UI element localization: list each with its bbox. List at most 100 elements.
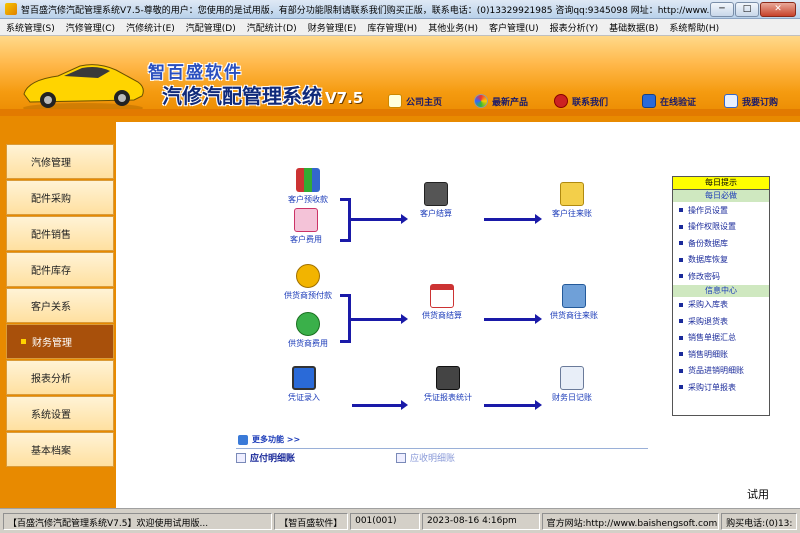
tip-purchase-order[interactable]: 采购订单报表: [673, 379, 769, 396]
supplier-fee-node[interactable]: 供货商费用: [288, 312, 328, 349]
home-icon: [388, 94, 402, 108]
menu-base-data[interactable]: 基础数据(B): [609, 23, 659, 34]
customer-account-label: 客户往来账: [552, 209, 592, 218]
status-website: 官方网站:http://www.baishengsoft.com: [541, 512, 720, 530]
menu-finance[interactable]: 财务管理(E): [307, 23, 357, 34]
payables-ledger-link[interactable]: 应付明细账: [236, 451, 396, 464]
tip-purchase-return[interactable]: 采购退货表: [673, 313, 769, 330]
menu-parts-stats[interactable]: 汽配统计(D): [246, 23, 297, 34]
sidebar-item-purchase[interactable]: 配件采购: [6, 180, 114, 215]
new-products-link[interactable]: 最新产品: [474, 94, 554, 108]
status-datetime: 2023-08-16 4:16pm: [421, 512, 540, 530]
sidebar-item-settings[interactable]: 系统设置: [6, 396, 114, 431]
brand-name: 智百盛软件: [148, 63, 243, 83]
tip-label: 备份数据库: [688, 238, 728, 248]
sidebar-item-archive[interactable]: 基本档案: [6, 432, 114, 467]
menu-other[interactable]: 其他业务(H): [428, 23, 478, 34]
title-bar: 智百盛汽修汽配管理系统V7.5-尊敬的用户：您使用的是试用版，有部分功能限制请联…: [0, 0, 800, 19]
sidebar-item-repair[interactable]: 汽修管理: [6, 144, 114, 179]
finance-journal-label: 财务日记账: [552, 393, 592, 402]
new-products-label: 最新产品: [492, 97, 529, 108]
tip-label: 货品进销明细账: [688, 366, 744, 376]
finance-journal-node[interactable]: 财务日记账: [552, 366, 592, 403]
tip-operator-setup[interactable]: 操作员设置: [673, 202, 769, 219]
sidebar-item-label: 配件采购: [31, 194, 71, 205]
customer-settle-node[interactable]: 客户结算: [420, 182, 452, 219]
voucher-report-node[interactable]: 凭证报表统计: [424, 366, 472, 403]
status-company: 【智百盛软件】: [274, 512, 349, 530]
sidebar-item-finance[interactable]: 财务管理: [6, 324, 114, 359]
payables-ledger-label: 应付明细账: [250, 454, 296, 464]
supplier-settle-node[interactable]: 供货商结算: [422, 284, 462, 321]
voucher-report-label: 凭证报表统计: [424, 393, 472, 402]
sidebar-item-label: 配件库存: [31, 266, 71, 277]
tip-sales-summary[interactable]: 销售单据汇总: [673, 330, 769, 347]
flow-arrow: [484, 400, 542, 410]
sidebar-item-label: 基本档案: [31, 446, 71, 457]
verify-icon: [642, 94, 656, 108]
connector: [340, 198, 350, 201]
online-verify-link[interactable]: 在线验证: [642, 94, 724, 108]
close-button[interactable]: ✕: [760, 1, 796, 17]
product-name: 汽修汽配管理系统: [162, 84, 322, 108]
more-functions-label: 更多功能 >>: [252, 435, 301, 444]
minimize-button[interactable]: ─: [710, 1, 734, 17]
menu-inventory[interactable]: 库存管理(H): [367, 23, 418, 34]
tip-label: 操作员设置: [688, 205, 728, 215]
menu-parts[interactable]: 汽配管理(D): [185, 23, 236, 34]
more-icon: [238, 434, 248, 445]
status-user: 001(001): [350, 512, 420, 530]
sidebar: 汽修管理 配件采购 配件销售 配件库存 客户关系 财务管理 报表分析 系统设置 …: [0, 116, 116, 508]
menu-customer[interactable]: 客户管理(U): [489, 23, 539, 34]
sidebar-item-customers[interactable]: 客户关系: [6, 288, 114, 323]
active-marker: [21, 339, 26, 344]
menu-repair-stats[interactable]: 汽修统计(E): [126, 23, 175, 34]
menu-reports[interactable]: 报表分析(Y): [549, 23, 599, 34]
divider: [236, 448, 648, 449]
pinwheel-icon: [474, 94, 488, 108]
bullet-icon: [679, 352, 683, 357]
sidebar-item-sales[interactable]: 配件销售: [6, 216, 114, 251]
voucher-entry-node[interactable]: 凭证录入: [288, 366, 320, 403]
maximize-button[interactable]: □: [735, 1, 759, 17]
tip-restore-db[interactable]: 数据库恢复: [673, 252, 769, 269]
customer-receipt-node[interactable]: 客户预收款: [288, 168, 328, 205]
notepad-icon: [560, 366, 584, 390]
supplier-fee-label: 供货商费用: [288, 339, 328, 348]
customer-account-node[interactable]: 客户往来账: [552, 182, 592, 219]
supplier-settle-label: 供货商结算: [422, 311, 462, 320]
customer-fee-label: 客户费用: [290, 235, 322, 244]
sports-car-logo: [23, 64, 144, 113]
tip-sales-detail[interactable]: 销售明细账: [673, 346, 769, 363]
status-app: 【百盛汽修汽配管理系统V7.5】欢迎使用试用版...: [3, 512, 273, 530]
tip-goods-ledger[interactable]: 货品进销明细账: [673, 363, 769, 380]
tips-section-info: 信息中心: [673, 284, 769, 297]
tip-purchase-in[interactable]: 采购入库表: [673, 297, 769, 314]
menu-repair[interactable]: 汽修管理(C): [65, 23, 116, 34]
tip-change-password[interactable]: 修改密码: [673, 268, 769, 285]
sidebar-item-stock[interactable]: 配件库存: [6, 252, 114, 287]
order-link[interactable]: 我要订购: [724, 94, 794, 108]
flow-arrow: [350, 314, 408, 324]
app-icon: [5, 3, 17, 15]
tip-backup-db[interactable]: 备份数据库: [673, 235, 769, 252]
contact-us-link[interactable]: 联系我们: [554, 94, 642, 108]
contact-icon: [554, 94, 568, 108]
menu-system[interactable]: 系统管理(S): [6, 23, 55, 34]
receipt-icon: [294, 208, 318, 232]
banner-stripe: [0, 109, 800, 116]
tip-label: 采购退货表: [688, 316, 728, 326]
supplier-account-node[interactable]: 供货商往来账: [550, 284, 598, 321]
sidebar-item-reports[interactable]: 报表分析: [6, 360, 114, 395]
receivables-ledger-link[interactable]: 应收明细账: [396, 451, 556, 464]
supplier-prepay-node[interactable]: 供货商预付款: [284, 264, 332, 301]
company-home-link[interactable]: 公司主页: [388, 94, 474, 108]
bullet-icon: [679, 241, 683, 246]
menu-help[interactable]: 系统帮助(H): [669, 23, 720, 34]
tip-permission-setup[interactable]: 操作权限设置: [673, 219, 769, 236]
coins-icon: [296, 264, 320, 288]
flow-arrow: [484, 214, 542, 224]
customer-fee-node[interactable]: 客户费用: [290, 208, 322, 245]
bullet-icon: [679, 224, 683, 229]
more-functions: 更多功能 >> 应付明细账 应收明细账: [236, 434, 648, 464]
